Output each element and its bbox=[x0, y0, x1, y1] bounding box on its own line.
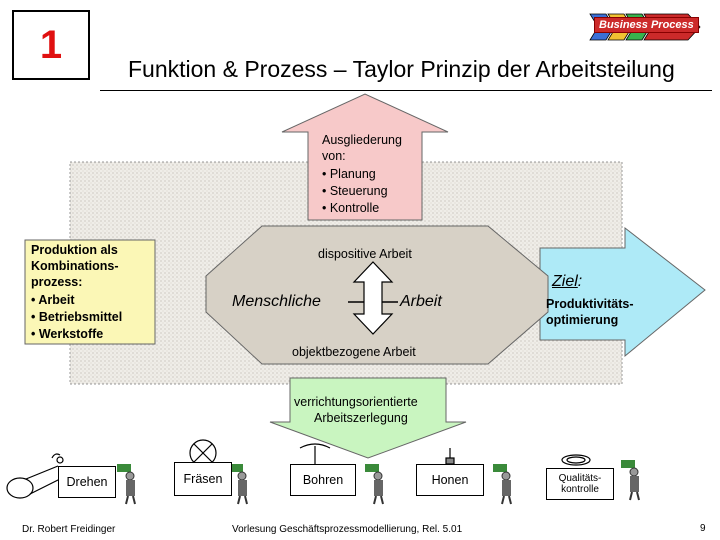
goal-line: optimierung bbox=[546, 313, 619, 327]
arbeit-label: Arbeit bbox=[400, 293, 442, 310]
slide-number: 1 bbox=[12, 10, 90, 80]
step-bohren: Bohren bbox=[290, 464, 356, 496]
quality-icon bbox=[561, 454, 591, 466]
center-double-arrow bbox=[352, 261, 394, 335]
objektbezogene-arbeit-label: objektbezogene Arbeit bbox=[292, 345, 416, 359]
left-box-line: • Arbeit bbox=[31, 293, 75, 307]
left-box-line: • Werkstoffe bbox=[31, 327, 104, 341]
quality-line: Qualitäts- bbox=[558, 472, 602, 484]
footer-author: Dr. Robert Freidinger bbox=[22, 524, 116, 535]
step-fraesen: Fräsen bbox=[174, 462, 232, 496]
dispositive-arbeit-label: dispositive Arbeit bbox=[318, 247, 412, 261]
step-honen: Honen bbox=[416, 464, 484, 496]
footer-lecture: Vorlesung Geschäftsprozessmodellierung, … bbox=[232, 524, 463, 535]
goal-label: Ziel bbox=[552, 273, 578, 290]
top-arrow-item-kontrolle: • Kontrolle bbox=[322, 201, 380, 215]
top-arrow-shape bbox=[281, 93, 449, 221]
left-box-line: Kombinations- bbox=[31, 259, 119, 273]
bottom-arrow-line: verrichtungsorientierte bbox=[294, 395, 418, 409]
right-arrow-shape bbox=[539, 226, 706, 358]
title-divider bbox=[100, 90, 712, 91]
top-arrow-item-steuerung: • Steuerung bbox=[322, 184, 388, 198]
business-process-label: Business Process bbox=[594, 17, 699, 33]
honing-icon bbox=[445, 448, 455, 465]
menschliche-label: Menschliche bbox=[232, 293, 321, 310]
page-title: Funktion & Prozess – Taylor Prinzip der … bbox=[128, 56, 675, 82]
lathe-icon bbox=[6, 453, 64, 499]
left-box-shape bbox=[24, 239, 156, 345]
top-arrow-item-planung: • Planung bbox=[322, 167, 376, 181]
left-box-line: Produktion als bbox=[31, 243, 118, 257]
goal-line: Produktivitäts- bbox=[546, 297, 634, 311]
goal-suffix: : bbox=[577, 273, 583, 290]
step-qualitaetskontrolle: Qualitäts- kontrolle bbox=[546, 468, 614, 500]
drill-icon bbox=[299, 443, 331, 464]
bottom-arrow-line: Arbeitszerlegung bbox=[314, 411, 408, 425]
bottom-arrow-shape bbox=[269, 377, 467, 459]
worker-icon bbox=[117, 460, 640, 505]
footer-page-number: 9 bbox=[700, 523, 706, 534]
left-box-line: prozess: bbox=[31, 275, 83, 289]
top-arrow-heading: Ausgliederung von: bbox=[322, 133, 402, 164]
quality-line: kontrolle bbox=[561, 484, 599, 495]
goal-heading: Ziel: bbox=[552, 272, 582, 293]
left-box-line: • Betriebsmittel bbox=[31, 310, 123, 324]
step-drehen: Drehen bbox=[58, 466, 116, 498]
